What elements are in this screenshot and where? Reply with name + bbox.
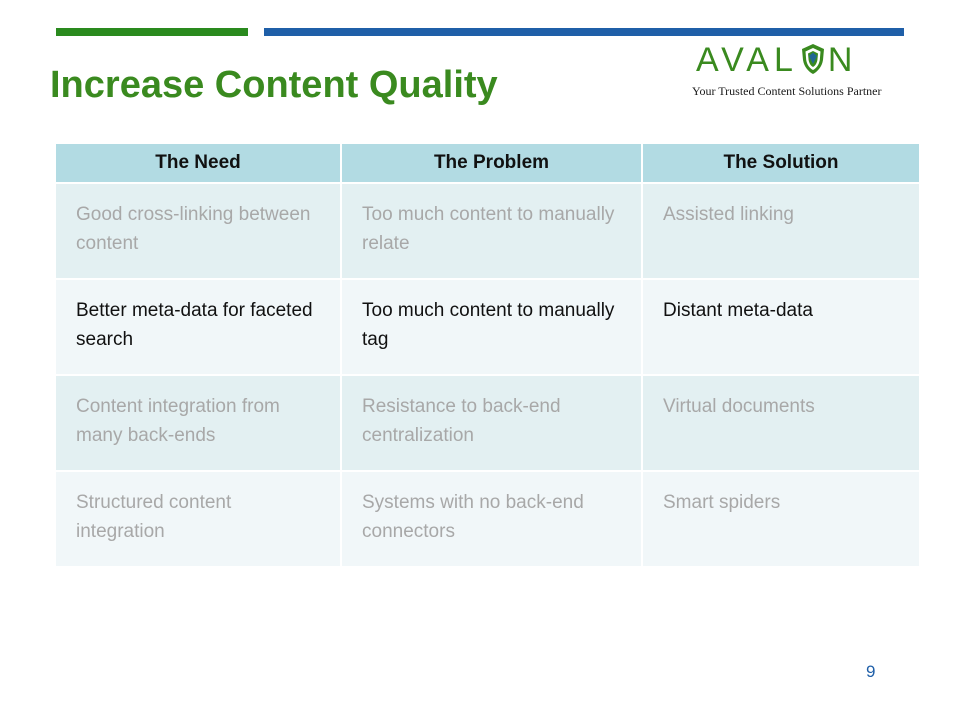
- need-cell: Good cross-linking between content: [56, 183, 342, 280]
- logo-wordmark-left: AVAL: [696, 41, 798, 79]
- table-row: Better meta-data for faceted search Too …: [56, 279, 921, 376]
- problem-cell: Too much content to manually tag: [341, 279, 643, 376]
- solution-cell: Smart spiders: [642, 471, 921, 568]
- table-row: Content integration from many back-ends …: [56, 375, 921, 472]
- logo-wordmark: AVAL N: [696, 42, 857, 78]
- needs-problems-solutions-table: The Need The Problem The Solution Good c…: [56, 144, 921, 568]
- logo-tagline: Your Trusted Content Solutions Partner: [692, 84, 882, 98]
- slide-title: Increase Content Quality: [50, 64, 498, 106]
- top-accent-bar-green: [56, 28, 248, 36]
- solution-cell: Distant meta-data: [642, 279, 921, 376]
- problem-cell: Resistance to back-end centralization: [341, 375, 643, 472]
- table-header-row: The Need The Problem The Solution: [56, 144, 921, 184]
- shield-icon: [801, 44, 824, 74]
- need-cell: Better meta-data for faceted search: [56, 279, 342, 376]
- column-header-need: The Need: [56, 144, 342, 184]
- column-header-problem: The Problem: [341, 144, 643, 184]
- top-accent-bar-blue: [264, 28, 904, 36]
- solution-cell: Assisted linking: [642, 183, 921, 280]
- need-cell: Content integration from many back-ends: [56, 375, 342, 472]
- logo-wordmark-right: N: [827, 41, 858, 79]
- problem-cell: Too much content to manually relate: [341, 183, 643, 280]
- column-header-solution: The Solution: [642, 144, 921, 184]
- solution-cell: Virtual documents: [642, 375, 921, 472]
- table-row: Good cross-linking between content Too m…: [56, 183, 921, 280]
- table-row: Structured content integration Systems w…: [56, 471, 921, 568]
- page-number: 9: [866, 662, 876, 681]
- company-logo: AVAL N Your Trusted Content Solutions Pa…: [688, 42, 908, 102]
- problem-cell: Systems with no back-end connectors: [341, 471, 643, 568]
- need-cell: Structured content integration: [56, 471, 342, 568]
